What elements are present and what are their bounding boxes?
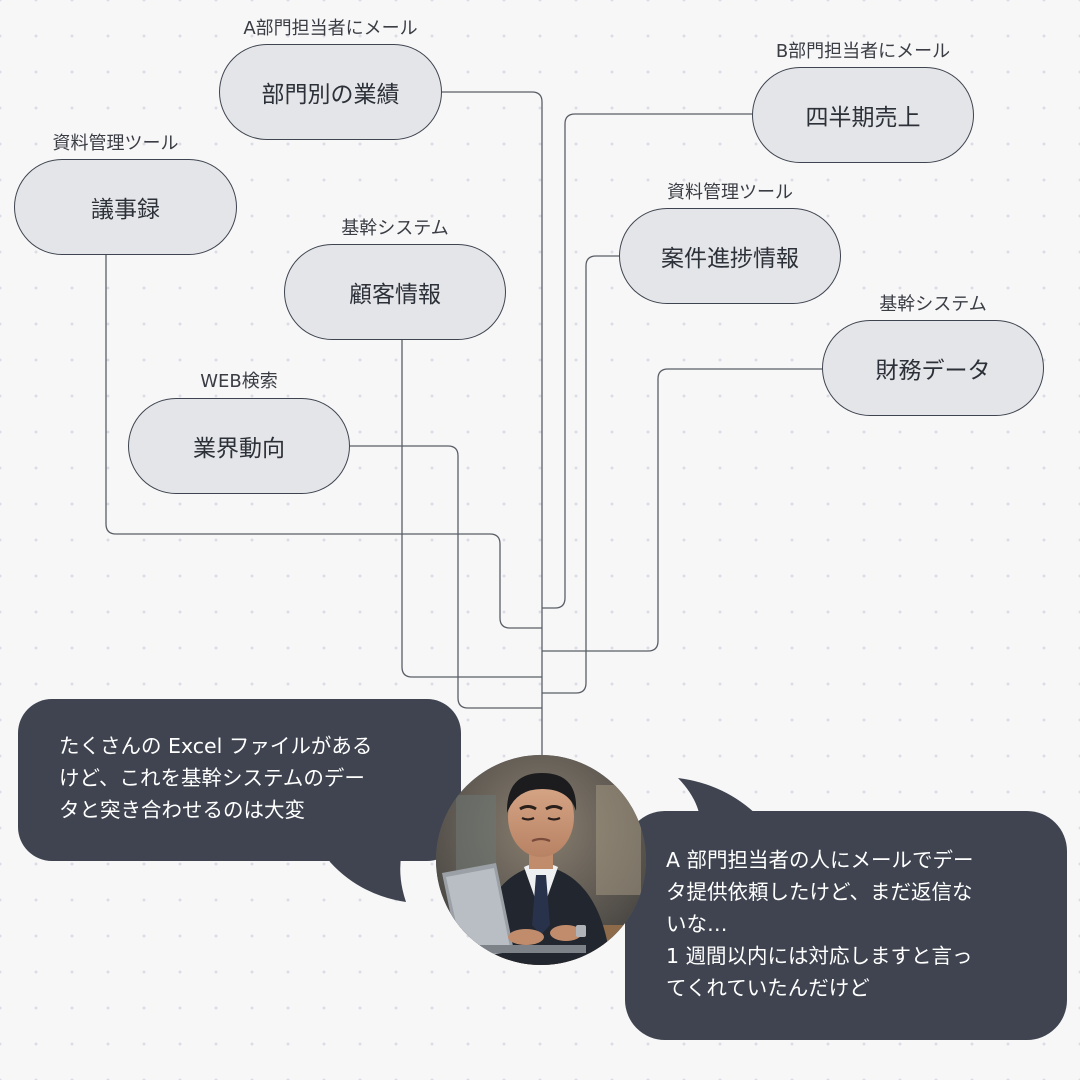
bubble-line: たくさんの Excel ファイルがある bbox=[59, 734, 373, 758]
source-label: WEB検索 bbox=[200, 371, 278, 392]
node-pill-label: 財務データ bbox=[822, 320, 1044, 416]
source-label: 資料管理ツール bbox=[52, 133, 179, 154]
connector-financial-data bbox=[542, 368, 822, 652]
bubble-line: A 部門担当者の人にメールでデー bbox=[666, 848, 974, 872]
node-quarterly-sales: B部門担当者にメール 四半期売上 bbox=[752, 36, 974, 163]
avatar bbox=[436, 755, 646, 965]
source-label: 資料管理ツール bbox=[667, 182, 793, 203]
bubble-line: てくれていたんだけど bbox=[666, 976, 870, 1000]
bubble-line: 1 週間以内には対応しますと言っ bbox=[666, 944, 973, 968]
node-dept-performance: A部門担当者にメール 部門別の業績 bbox=[219, 14, 442, 140]
node-customer-info: 基幹システム 顧客情報 bbox=[284, 214, 506, 340]
bubble-line: いな… bbox=[666, 912, 728, 936]
connector-minutes bbox=[105, 255, 542, 629]
node-pill-label: 議事録 bbox=[14, 159, 237, 255]
source-label: 基幹システム bbox=[879, 294, 987, 315]
source-label: A部門担当者にメール bbox=[243, 18, 418, 39]
bubble-line: タと突き合わせるのは大変 bbox=[59, 798, 305, 822]
connector-project-progress bbox=[542, 255, 619, 694]
node-industry-trends: WEB検索 業界動向 bbox=[128, 367, 350, 494]
node-pill-label: 四半期売上 bbox=[752, 67, 974, 163]
connector-customer-info bbox=[401, 340, 542, 678]
bubble-line: タ提供依頼したけど、まだ返信な bbox=[666, 880, 973, 904]
source-label: B部門担当者にメール bbox=[775, 41, 951, 62]
node-pill-label: 業界動向 bbox=[128, 398, 350, 494]
node-pill-label: 顧客情報 bbox=[284, 244, 506, 340]
connector-quarterly-sales bbox=[542, 113, 752, 609]
connector-industry-trends bbox=[350, 445, 542, 709]
source-label: 基幹システム bbox=[341, 218, 449, 239]
node-pill-label: 案件進捗情報 bbox=[619, 208, 841, 304]
node-project-progress: 資料管理ツール 案件進捗情報 bbox=[619, 178, 841, 304]
node-minutes: 資料管理ツール 議事録 bbox=[14, 129, 237, 255]
node-pill-label: 部門別の業績 bbox=[219, 44, 442, 140]
node-financial-data: 基幹システム 財務データ bbox=[822, 290, 1044, 416]
connector-dept-performance bbox=[442, 91, 543, 755]
left-speech-bubble: たくさんの Excel ファイルがある けど、これを基幹システムのデー タと突き… bbox=[18, 699, 461, 861]
bubble-line: けど、これを基幹システムのデー bbox=[59, 766, 365, 790]
worried-businessman-icon bbox=[436, 755, 646, 965]
right-speech-bubble: A 部門担当者の人にメールでデー タ提供依頼したけど、まだ返信な いな… 1 週… bbox=[625, 811, 1067, 1040]
